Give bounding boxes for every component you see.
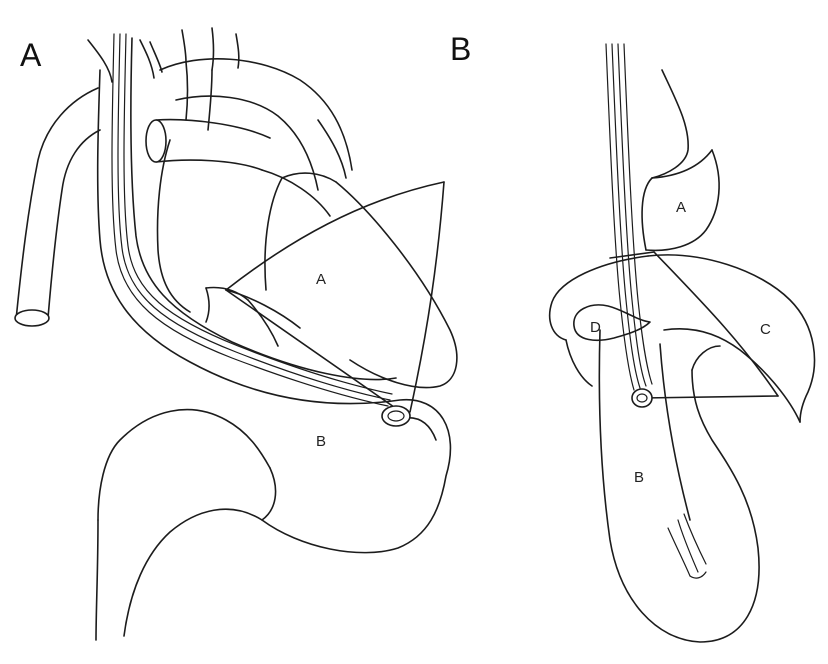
panel-b-region-label: B bbox=[634, 469, 644, 486]
imaging-sector bbox=[609, 251, 779, 399]
panel-b: B A B C D bbox=[450, 31, 816, 643]
panel-b-region-label: A bbox=[676, 199, 686, 216]
panel-a-region-label: A bbox=[316, 271, 326, 288]
panel-a-region-label: B bbox=[316, 433, 326, 450]
upper-structure bbox=[641, 69, 720, 252]
imaging-sector bbox=[225, 181, 445, 415]
left-vessel bbox=[14, 87, 101, 327]
panel-a: A A B bbox=[14, 27, 458, 641]
stomach bbox=[565, 329, 760, 643]
pulmonary-artery bbox=[145, 118, 271, 171]
panel-b-region-label: D bbox=[590, 319, 601, 336]
oval-region bbox=[548, 254, 816, 423]
panel-b-letter: B bbox=[450, 31, 471, 67]
upper-vessels bbox=[87, 27, 353, 191]
panel-b-region-label: C bbox=[760, 321, 771, 338]
tee-probe bbox=[605, 43, 653, 408]
tee-probe bbox=[111, 33, 411, 427]
heart bbox=[156, 139, 458, 389]
panel-a-letter: A bbox=[20, 37, 42, 73]
